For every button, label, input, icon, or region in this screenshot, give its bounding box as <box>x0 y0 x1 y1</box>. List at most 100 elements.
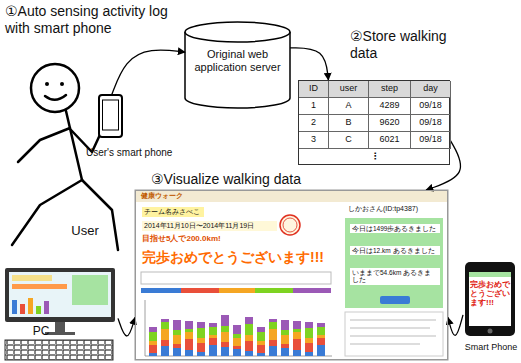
chart-bar <box>149 332 157 341</box>
chart-bar <box>305 352 313 356</box>
user-figure <box>18 128 70 162</box>
node-text: 今日は1499歩あるきました <box>350 224 440 233</box>
chart-bar <box>233 338 241 346</box>
user-figure <box>45 82 49 86</box>
chart-bar <box>221 342 229 347</box>
table-cell: A <box>329 98 369 115</box>
table-cell: 09/18 <box>411 98 451 115</box>
chart-bar <box>293 350 301 356</box>
chart-bar <box>149 345 157 353</box>
chart-bar <box>233 325 241 334</box>
screenshot-panel <box>135 190 448 360</box>
database-cylinder: Original web application server <box>185 22 290 108</box>
chart-bar <box>149 353 157 356</box>
chart-bar <box>161 329 169 340</box>
chart-bar <box>173 330 181 335</box>
chart-bar <box>257 353 265 356</box>
chart-bar <box>221 315 229 326</box>
chart-bar <box>293 339 301 350</box>
pc-illustration <box>20 304 25 314</box>
table-cell: 09/18 <box>411 132 451 149</box>
table-cell: 6021 <box>369 132 411 149</box>
user-figure <box>60 82 64 86</box>
chart-bar <box>245 351 253 356</box>
chart-bar <box>257 332 265 341</box>
pc-illustration <box>5 268 115 360</box>
chart-bar <box>293 329 301 332</box>
node-text: しかおさん(ID:tp4387) <box>348 205 446 213</box>
chart-bar <box>197 338 205 343</box>
pc-illustration <box>45 332 75 335</box>
chart-bar <box>185 321 193 329</box>
server-cylinder <box>185 22 290 42</box>
chart-bar <box>305 343 313 352</box>
chart-bar <box>245 341 253 351</box>
screenshot-panel <box>345 218 443 308</box>
chart-bar <box>221 332 229 342</box>
user-phone <box>99 95 122 137</box>
screenshot-panel <box>345 312 443 356</box>
chart-bar <box>209 335 217 338</box>
chart-bar <box>161 319 169 322</box>
smartphone-illustration <box>465 262 515 336</box>
table-cell: 9620 <box>369 115 411 132</box>
chart-bar <box>233 334 241 338</box>
chart-bar <box>173 344 181 348</box>
screenshot-panel <box>136 191 447 202</box>
chart-bar <box>233 346 241 349</box>
chart-bar <box>209 323 217 327</box>
chart-bar <box>317 323 325 327</box>
chart-bar <box>317 327 325 335</box>
chart-bar <box>173 320 181 330</box>
chart-bar <box>269 319 277 322</box>
node-text: 完歩おめでとうございます!!! <box>470 280 512 308</box>
chart-bar <box>293 321 301 329</box>
screenshot-panel <box>350 344 420 345</box>
screenshot-panel <box>141 288 181 293</box>
pc-illustration <box>5 340 113 360</box>
chart-bar <box>161 340 169 346</box>
user-phone <box>103 100 119 130</box>
chart-bar <box>281 344 289 348</box>
chart-bar <box>293 332 301 339</box>
flow-arrow <box>448 315 463 336</box>
table-cell: 1 <box>299 98 329 115</box>
chart-bar <box>269 329 277 340</box>
smartphone-illustration <box>465 262 515 336</box>
data-table: IDuserstepday1A428909/182B962009/183C602… <box>298 80 450 165</box>
step-label: ②Store walking data <box>350 28 450 62</box>
user-figure <box>66 111 82 180</box>
node-text: チーム名みさべこ <box>142 207 204 217</box>
chart-bar <box>281 330 289 335</box>
chart-bar <box>305 338 313 343</box>
screenshot-panel: ③Visualize walking data健康ウォークチーム名みさべこ201… <box>135 190 448 360</box>
chart-bar <box>209 345 217 356</box>
smartphone-illustration <box>469 272 511 326</box>
table-cell: ⋮ <box>299 149 451 165</box>
chart-bar <box>221 326 229 332</box>
node-text: 健康ウォーク <box>141 192 221 200</box>
step-label: ①Auto sensing activity log with smart ph… <box>5 3 195 37</box>
pc-illustration <box>36 306 41 314</box>
table-cell: 09/18 <box>411 115 451 132</box>
chart-bar <box>173 348 181 356</box>
node-text: Original web application server <box>189 48 286 73</box>
flow-arrow <box>290 48 328 80</box>
user-figure <box>31 64 79 112</box>
table-cell: day <box>411 81 451 98</box>
pc-illustration <box>12 284 67 289</box>
chart-bar <box>185 332 193 339</box>
server-cylinder <box>185 32 290 108</box>
chart-bar <box>197 322 205 328</box>
pc-illustration <box>5 268 115 322</box>
screenshot-panel <box>350 320 436 321</box>
chart-bar <box>245 324 253 335</box>
table-cell: 3 <box>299 132 329 149</box>
chart-bar <box>149 341 157 345</box>
chart-bar <box>185 350 193 356</box>
table-cell: B <box>329 115 369 132</box>
chart-bar <box>173 335 181 344</box>
screenshot-panel <box>141 272 331 284</box>
pc-illustration <box>28 298 33 314</box>
smartphone-illustration <box>469 272 511 277</box>
